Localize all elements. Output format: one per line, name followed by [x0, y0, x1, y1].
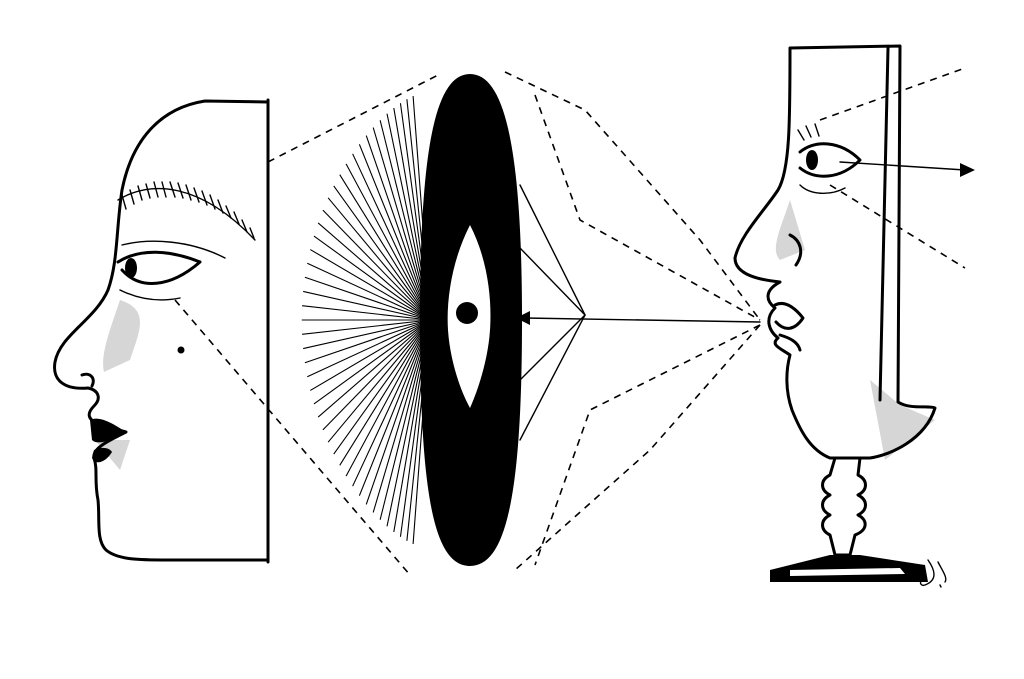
convergence-lines: [519, 184, 586, 441]
left-face-profile: [53, 98, 270, 564]
fan-line: [313, 235, 431, 321]
left-nostril: [80, 372, 95, 388]
fan-line: [313, 319, 431, 405]
fan-line: [365, 135, 431, 321]
fan-line: [327, 319, 431, 443]
arrowhead-icon-right: [960, 163, 975, 177]
fan-line: [304, 319, 431, 364]
fan-line: [327, 197, 431, 321]
right-nostril: [788, 233, 803, 267]
pedestal: [770, 456, 928, 582]
fan-line: [352, 319, 431, 487]
fan-line: [322, 319, 431, 431]
right-face-profile: [733, 44, 937, 460]
right-eye: [797, 123, 862, 194]
fan-line: [317, 222, 431, 321]
fan-line: [302, 305, 431, 321]
arrow-line: [516, 311, 761, 325]
fan-line: [322, 209, 431, 321]
fan-line: [339, 319, 431, 466]
fan-line: [310, 249, 431, 321]
fan-line: [310, 319, 431, 391]
left-face-shading: [95, 300, 140, 470]
fan-line: [358, 319, 431, 496]
fan-line: [302, 319, 431, 335]
fan-line: [345, 163, 431, 321]
fan-line: [304, 276, 431, 321]
left-mole: [177, 346, 185, 354]
fan-line: [333, 319, 431, 455]
right-panel-edge: [878, 46, 890, 402]
fan-line: [303, 319, 431, 350]
sight-lines-left: [174, 73, 441, 576]
right-lips: [773, 302, 805, 352]
left-face-outline: [53, 99, 270, 562]
fan-line: [307, 319, 431, 378]
sight-lines-center: [504, 71, 761, 571]
left-eyebrow: [117, 181, 256, 241]
fan-line: [333, 185, 431, 321]
fan-line: [352, 153, 431, 321]
lens-eye: [420, 74, 522, 566]
fan-line: [307, 262, 431, 321]
right-sight-lines: [819, 67, 975, 269]
fan-line: [345, 319, 431, 477]
fan-line: [339, 174, 431, 321]
fan-line: [317, 319, 431, 418]
right-face-shading: [775, 200, 935, 460]
right-face-outline: [733, 44, 937, 460]
artist-signature: [919, 559, 947, 588]
lens-pupil: [456, 302, 478, 324]
fan-line: [303, 290, 431, 321]
left-eye: [116, 240, 226, 301]
fan-line: [358, 144, 431, 321]
left-lips: [90, 418, 126, 463]
arrowhead-icon: [516, 311, 530, 325]
fan-line: [365, 319, 431, 505]
